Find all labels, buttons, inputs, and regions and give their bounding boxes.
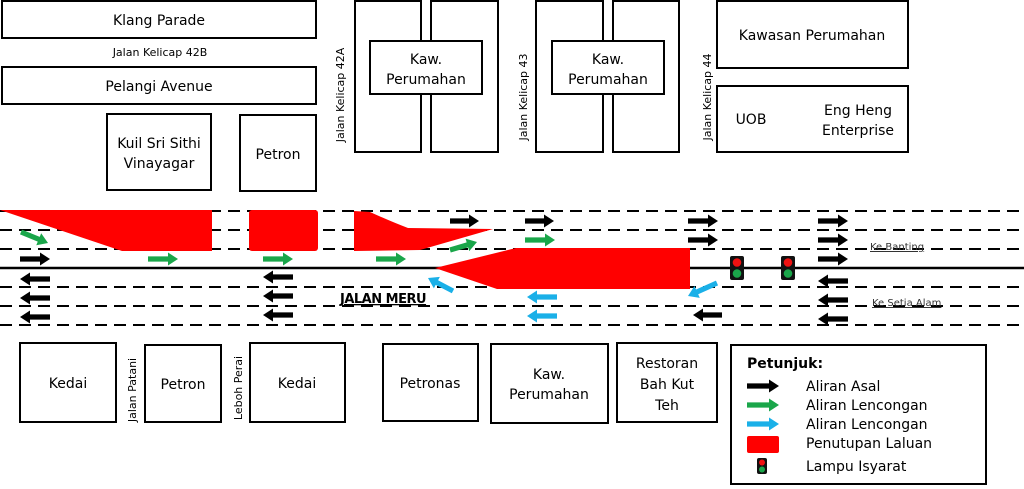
legend-label-closure: Penutupan Laluan — [806, 436, 932, 452]
black-arrow-left-icon — [818, 293, 848, 307]
black-arrow-right-icon — [688, 233, 718, 247]
black-arrow-right-icon — [688, 214, 718, 228]
blue-detour-arrow-icon — [687, 280, 719, 298]
traffic-light-2 — [781, 256, 795, 280]
kedai-1-block — [19, 342, 117, 423]
kaw-perumahan-2-label-2: Perumahan — [568, 72, 648, 88]
petron-south-label: Petron — [161, 377, 206, 393]
jalan-kelicap-42a-label: Jalan Kelicap 42A — [334, 47, 347, 143]
kaw-perumahan-south-block — [490, 343, 609, 424]
black-arrow-left-icon — [20, 291, 50, 305]
petron-north-block — [239, 114, 317, 192]
blue-detour-arrow-icon — [527, 290, 557, 304]
restoran-label-3: Teh — [654, 398, 679, 414]
closure-zone-3 — [354, 211, 493, 251]
kawasan-perumahan-block — [716, 0, 909, 69]
black-arrow-left-icon — [20, 272, 50, 286]
ke-banting-label: Ke Banting — [870, 242, 924, 253]
uob-label: UOB — [736, 112, 767, 128]
jalan-meru-label: JALAN MERU — [339, 292, 426, 307]
uob-eng-heng-block — [716, 85, 909, 153]
kawasan-perumahan-label: Kawasan Perumahan — [739, 28, 885, 44]
legend-title: Petunjuk: — [747, 356, 823, 372]
black-arrow-left-icon — [693, 308, 722, 322]
kedai-1-label: Kedai — [49, 376, 87, 392]
legend: Petunjuk: Aliran Asal Aliran Lencongan A… — [730, 344, 987, 485]
black-arrow-right-icon — [818, 214, 848, 228]
eng-heng-label-2: Enterprise — [822, 123, 894, 139]
legend-label-original-flow: Aliran Asal — [806, 379, 880, 395]
jalan-patani-label: Jalan Patani — [126, 358, 139, 423]
kuil-block — [106, 113, 212, 191]
leboh-perai-label: Leboh Perai — [232, 356, 245, 420]
traffic-arrows — [20, 214, 848, 326]
kaw-perumahan-1-label-1: Kaw. — [410, 52, 442, 68]
blue-detour-arrow-icon — [428, 276, 455, 294]
legend-label-green-detour: Aliran Lencongan — [806, 398, 928, 414]
kaw-perumahan-1-block — [369, 40, 483, 95]
green-detour-arrow-icon — [263, 252, 293, 266]
jalan-kelicap-42b-label: Jalan Kelicap 42B — [112, 46, 208, 59]
black-arrow-left-icon — [20, 310, 50, 324]
petronas-label: Petronas — [400, 376, 461, 392]
black-arrow-right-icon — [818, 252, 848, 266]
black-arrow-left-icon — [263, 308, 293, 322]
blue-detour-arrow-icon — [527, 309, 557, 323]
petron-north-label: Petron — [256, 147, 301, 163]
eng-heng-label-1: Eng Heng — [824, 103, 892, 119]
black-arrow-left-icon — [263, 270, 293, 284]
pelangi-avenue-block — [1, 66, 317, 105]
closure-zone-4 — [435, 248, 690, 289]
green-arrow-icon — [747, 398, 779, 412]
kaw-perumahan-south-label-1: Kaw. — [533, 367, 565, 383]
restoran-block — [616, 342, 718, 423]
green-detour-arrow-icon — [148, 252, 178, 266]
north-buildings: Klang Parade Jalan Kelicap 42B Pelangi A… — [1, 0, 909, 192]
lane-closures — [0, 210, 690, 289]
kaw-perumahan-2-block — [551, 40, 665, 95]
black-arrow-left-icon — [818, 274, 848, 288]
petronas-block — [382, 343, 479, 422]
green-detour-arrow-icon — [20, 229, 49, 246]
black-arrow-right-icon — [525, 214, 554, 228]
south-buildings: Kedai Jalan Patani Petron Leboh Perai Ke… — [19, 342, 718, 424]
closure-zone-2 — [249, 210, 318, 251]
kuil-label-2: Vinayagar — [124, 156, 195, 172]
black-arrow-icon — [747, 379, 779, 393]
kaw-perumahan-2-label-1: Kaw. — [592, 52, 624, 68]
legend-label-traffic-light: Lampu Isyarat — [806, 459, 907, 475]
black-arrow-left-icon — [818, 312, 848, 326]
black-arrow-right-icon — [20, 252, 50, 266]
legend-label-blue-detour: Aliran Lencongan — [806, 417, 928, 433]
kaw-perumahan-1-label-2: Perumahan — [386, 72, 466, 88]
green-detour-arrow-icon — [449, 238, 478, 253]
traffic-light-icon — [757, 458, 767, 474]
legend-box — [730, 344, 987, 485]
restoran-label-1: Restoran — [636, 356, 698, 372]
kaw-perumahan-south-label-2: Perumahan — [509, 387, 589, 403]
ke-setia-alam-label: Ke Setia Alam — [872, 298, 941, 309]
green-detour-arrow-icon — [376, 252, 406, 266]
jalan-kelicap-43-label: Jalan Kelicap 43 — [517, 53, 530, 141]
klang-parade-block — [1, 0, 317, 39]
kedai-2-block — [249, 342, 346, 423]
kedai-2-label: Kedai — [278, 376, 316, 392]
pelangi-avenue-label: Pelangi Avenue — [105, 79, 212, 95]
closure-zone-1 — [0, 210, 212, 251]
restoran-label-2: Bah Kut — [640, 377, 695, 393]
red-block-icon — [747, 436, 779, 453]
traffic-light-1 — [730, 256, 744, 280]
black-arrow-left-icon — [263, 289, 293, 303]
black-arrow-right-icon — [450, 214, 479, 228]
petron-south-block — [144, 344, 222, 423]
blue-arrow-icon — [747, 417, 779, 431]
kuil-label-1: Kuil Sri Sithi — [117, 136, 201, 152]
black-arrow-right-icon — [818, 233, 848, 247]
jalan-kelicap-44-label: Jalan Kelicap 44 — [701, 53, 714, 141]
klang-parade-label: Klang Parade — [113, 13, 205, 29]
green-detour-arrow-icon — [525, 233, 555, 247]
